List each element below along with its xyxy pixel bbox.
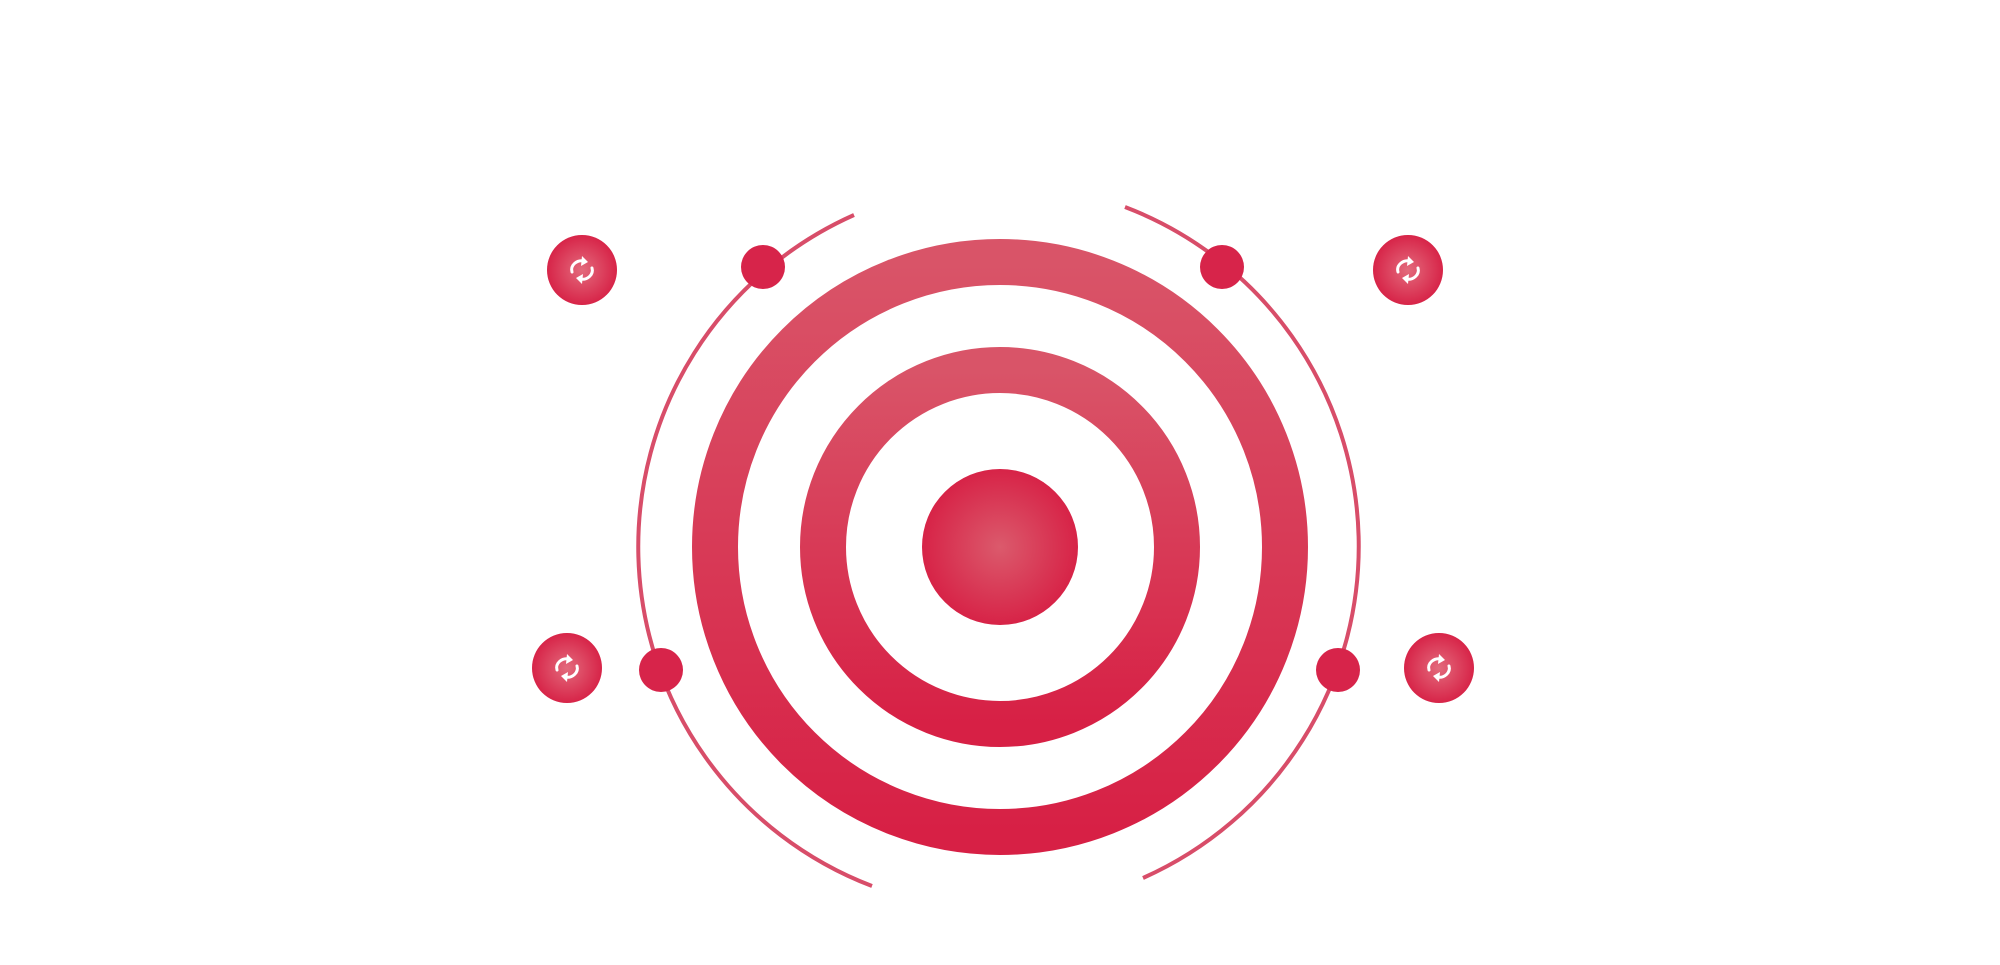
refresh-icon [1373, 235, 1443, 305]
left-orbit-arc [636, 213, 873, 888]
refresh-icon [1404, 633, 1474, 703]
refresh-icon [532, 633, 602, 703]
refresh-icon [547, 235, 617, 305]
middle-ring [800, 347, 1200, 747]
outer-ring [692, 239, 1308, 855]
orbit-marker-top-left [741, 245, 785, 289]
orbit-marker-bottom-left [639, 648, 683, 692]
center-core [922, 469, 1078, 625]
orbit-marker-bottom-right [1316, 648, 1360, 692]
orbit-marker-top-right [1200, 245, 1244, 289]
